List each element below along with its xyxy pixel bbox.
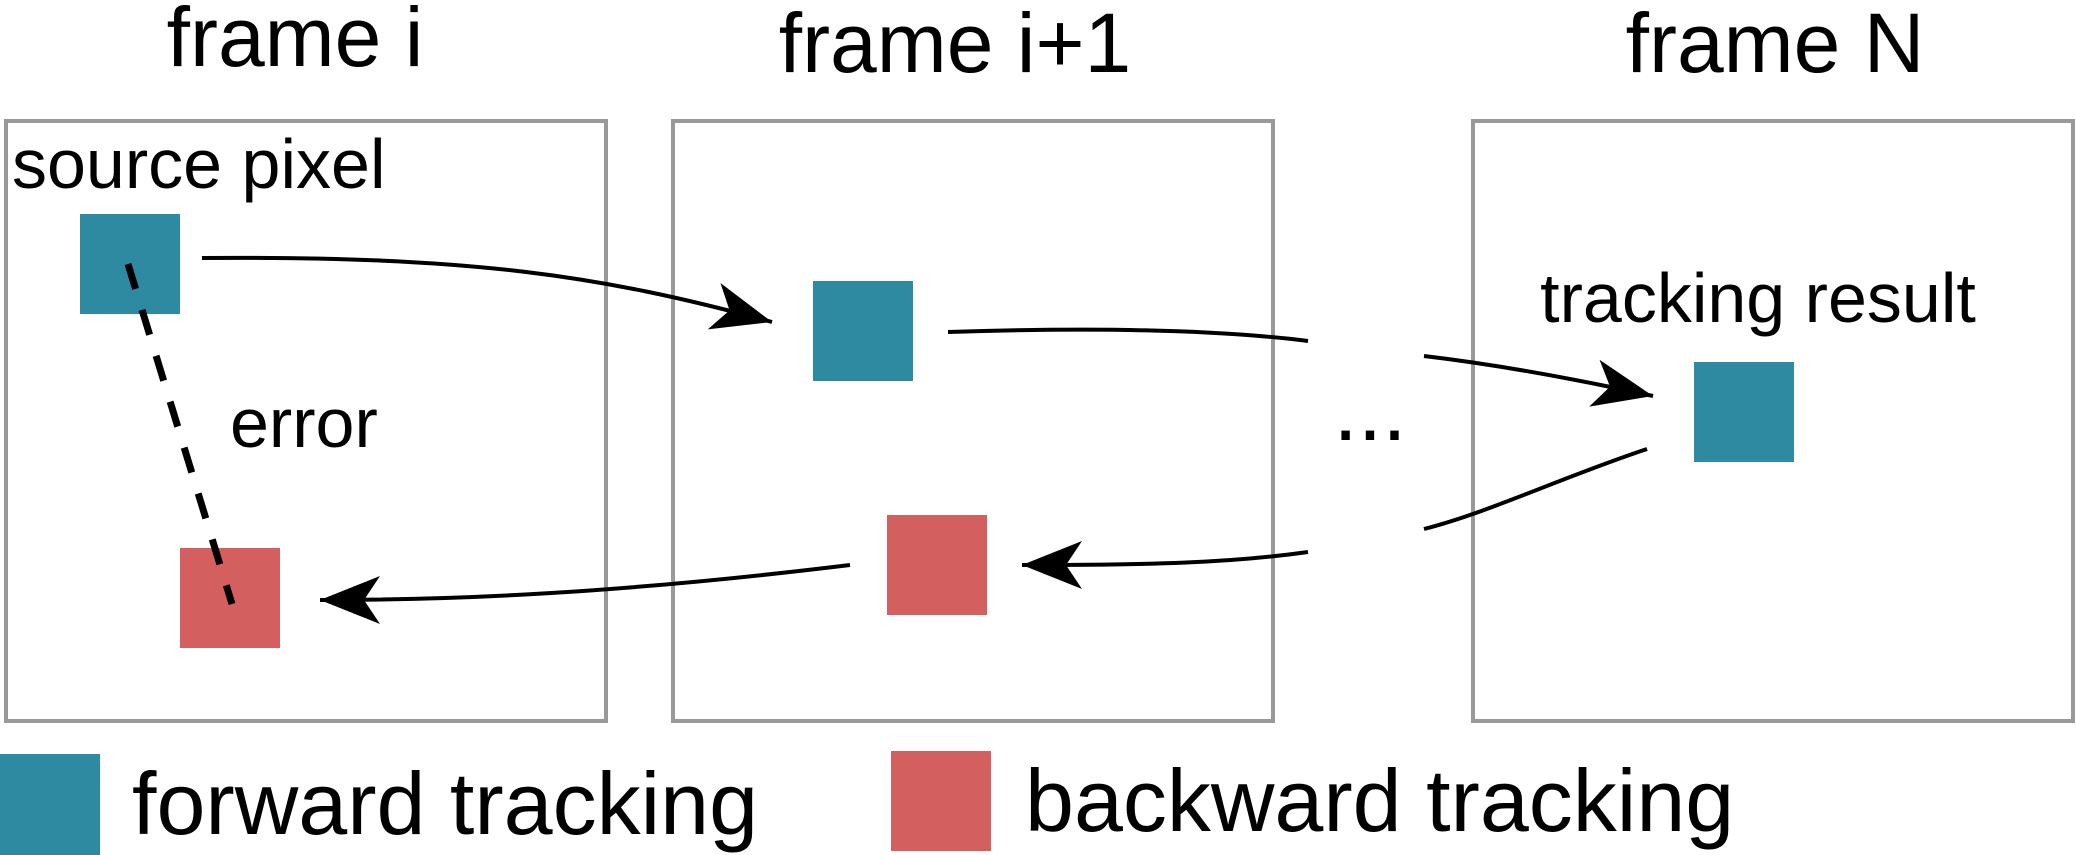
ellipsis-label: ... <box>1333 360 1406 459</box>
forward-arrow-gap-to-n <box>1423 354 1654 407</box>
backward-line-n-to-gap <box>1423 447 1648 531</box>
tracking-result-label: tracking result <box>1540 259 1976 337</box>
frame-i-box <box>4 119 608 723</box>
error-dashed-line <box>124 262 236 606</box>
backward-arrow-gap-to-i-plus-1 <box>1021 540 1309 589</box>
frame-n-title: frame N <box>1626 0 1925 90</box>
legend-backward-swatch <box>891 751 991 851</box>
backward-square-frame-i-plus-1 <box>887 515 987 615</box>
frame-n-box <box>1471 119 2075 723</box>
legend-backward-label: backward tracking <box>1025 751 1734 850</box>
forward-line-i-plus-1-to-gap <box>947 327 1309 343</box>
legend-forward-swatch <box>0 754 100 855</box>
error-label: error <box>230 384 378 462</box>
frame-i-title: frame i <box>167 0 424 84</box>
tracking-result-square <box>1694 362 1794 462</box>
frame-i-plus-1-box <box>671 119 1275 723</box>
forward-square-frame-i-plus-1 <box>813 281 913 381</box>
forward-arrow-i-to-i-plus-1 <box>201 255 773 330</box>
backward-arrow-i-plus-1-to-i <box>319 563 851 624</box>
frame-i-plus-1-title: frame i+1 <box>779 0 1132 90</box>
source-pixel-label: source pixel <box>12 125 386 203</box>
legend-forward-label: forward tracking <box>132 754 758 853</box>
